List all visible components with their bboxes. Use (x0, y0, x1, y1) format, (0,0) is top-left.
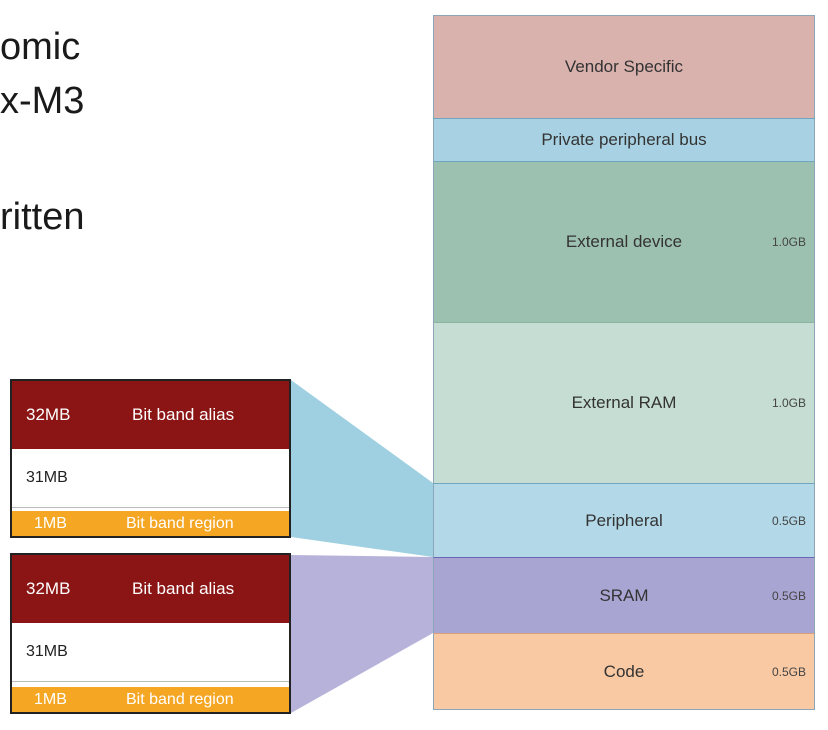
bit-band-region-block: 1MB Bit band region (12, 687, 289, 712)
sram-funnel (291, 555, 433, 713)
slide-text-line-2: x-M3 (0, 80, 85, 122)
region-size: 1MB (34, 514, 67, 532)
region-size: 0.5GB (771, 664, 806, 679)
alias-size: 32MB (26, 579, 71, 598)
region-private-peripheral-bus: Private peripheral bus (433, 118, 815, 161)
region-label: SRAM (599, 585, 649, 605)
bit-band-alias-block: 32MB Bit band alias (12, 381, 289, 449)
slide-text-line-1: omic (0, 26, 81, 68)
region-size: 0.5GB (771, 588, 806, 603)
region-size: 1MB (34, 690, 67, 708)
region-label: Bit band region (126, 690, 234, 708)
alias-label: Bit band alias (132, 579, 235, 598)
sram-bit-band-box: 32MB Bit band alias 31MB 1MB Bit band re… (10, 553, 291, 714)
alias-label: Bit band alias (132, 405, 235, 424)
region-label: Private peripheral bus (541, 130, 707, 149)
region-size: 1.0GB (771, 235, 806, 249)
region-external-device: External device 1.0GB (433, 161, 815, 322)
peripheral-bit-band-box: 32MB Bit band alias 31MB 1MB Bit band re… (10, 379, 291, 538)
region-vendor-specific: Vendor Specific (433, 15, 815, 118)
region-external-ram: External RAM 1.0GB (433, 322, 815, 483)
region-label: Vendor Specific (564, 57, 684, 76)
alias-size: 32MB (26, 405, 71, 424)
slide-text-line-3: ritten (0, 196, 85, 238)
region-code: Code 0.5GB (433, 633, 815, 710)
bit-band-region-block: 1MB Bit band region (12, 511, 289, 536)
region-peripheral: Peripheral 0.5GB (433, 483, 815, 557)
region-label: Peripheral (585, 510, 663, 530)
region-size: 1.0GB (771, 396, 806, 410)
gap-size: 31MB (26, 643, 68, 660)
peripheral-funnel (291, 380, 433, 557)
region-label: Code (603, 661, 645, 681)
region-sram: SRAM 0.5GB (433, 557, 815, 633)
bit-band-gap-block: 31MB (12, 449, 289, 508)
region-label: External RAM (571, 393, 677, 412)
bit-band-gap-block: 31MB (12, 623, 289, 682)
region-label: Bit band region (126, 514, 234, 532)
gap-size: 31MB (26, 469, 68, 486)
region-size: 0.5GB (771, 513, 806, 528)
region-label: External device (565, 232, 683, 251)
bit-band-alias-block: 32MB Bit band alias (12, 555, 289, 623)
